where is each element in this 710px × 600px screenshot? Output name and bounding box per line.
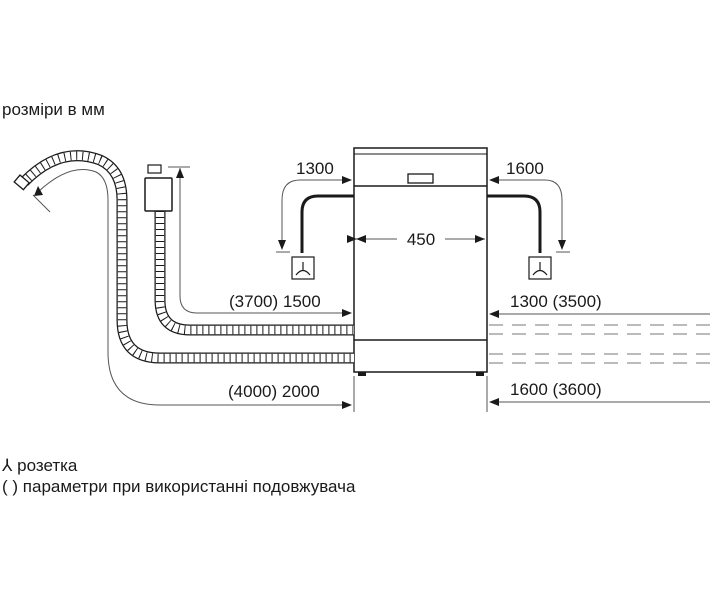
control-panel-display [407,173,434,184]
legend-socket-label: розетка [17,456,78,475]
foot-right [476,372,484,376]
legend-extension-row: ( ) параметри при використанні подовжува… [2,478,355,495]
foot-left [358,372,366,376]
inlet-hose-label: (3700) 1500 [229,292,321,311]
units-note: розміри в мм [2,100,105,119]
parentheses-icon: ( ) [2,477,19,496]
aquastop-valve [144,177,173,212]
legend-extension-label: параметри при використанні подовжувача [22,477,356,496]
width-label: 450 [407,230,435,249]
drain-hose-label: (4000) 2000 [228,382,320,401]
inlet-hose: (3700) 1500 [144,164,354,336]
dishwasher [353,147,488,376]
legend-socket-row: ⅄ розетка [2,457,77,474]
width-dimension: 450 [347,230,485,249]
socket-icon: ⅄ [2,456,13,475]
right-cord-label: 1600 [506,159,544,178]
right-dimensions: 1300 (3500) 1600 (3600) [486,292,710,412]
right-drain-label: 1600 (3600) [510,380,602,399]
left-cord-label: 1300 [296,159,334,178]
left-power-cord: 1300 [276,159,354,280]
right-inlet-label: 1300 (3500) [510,292,602,311]
drain-hose: (4000) 2000 [13,150,355,412]
right-power-cord: 1600 [487,159,570,280]
